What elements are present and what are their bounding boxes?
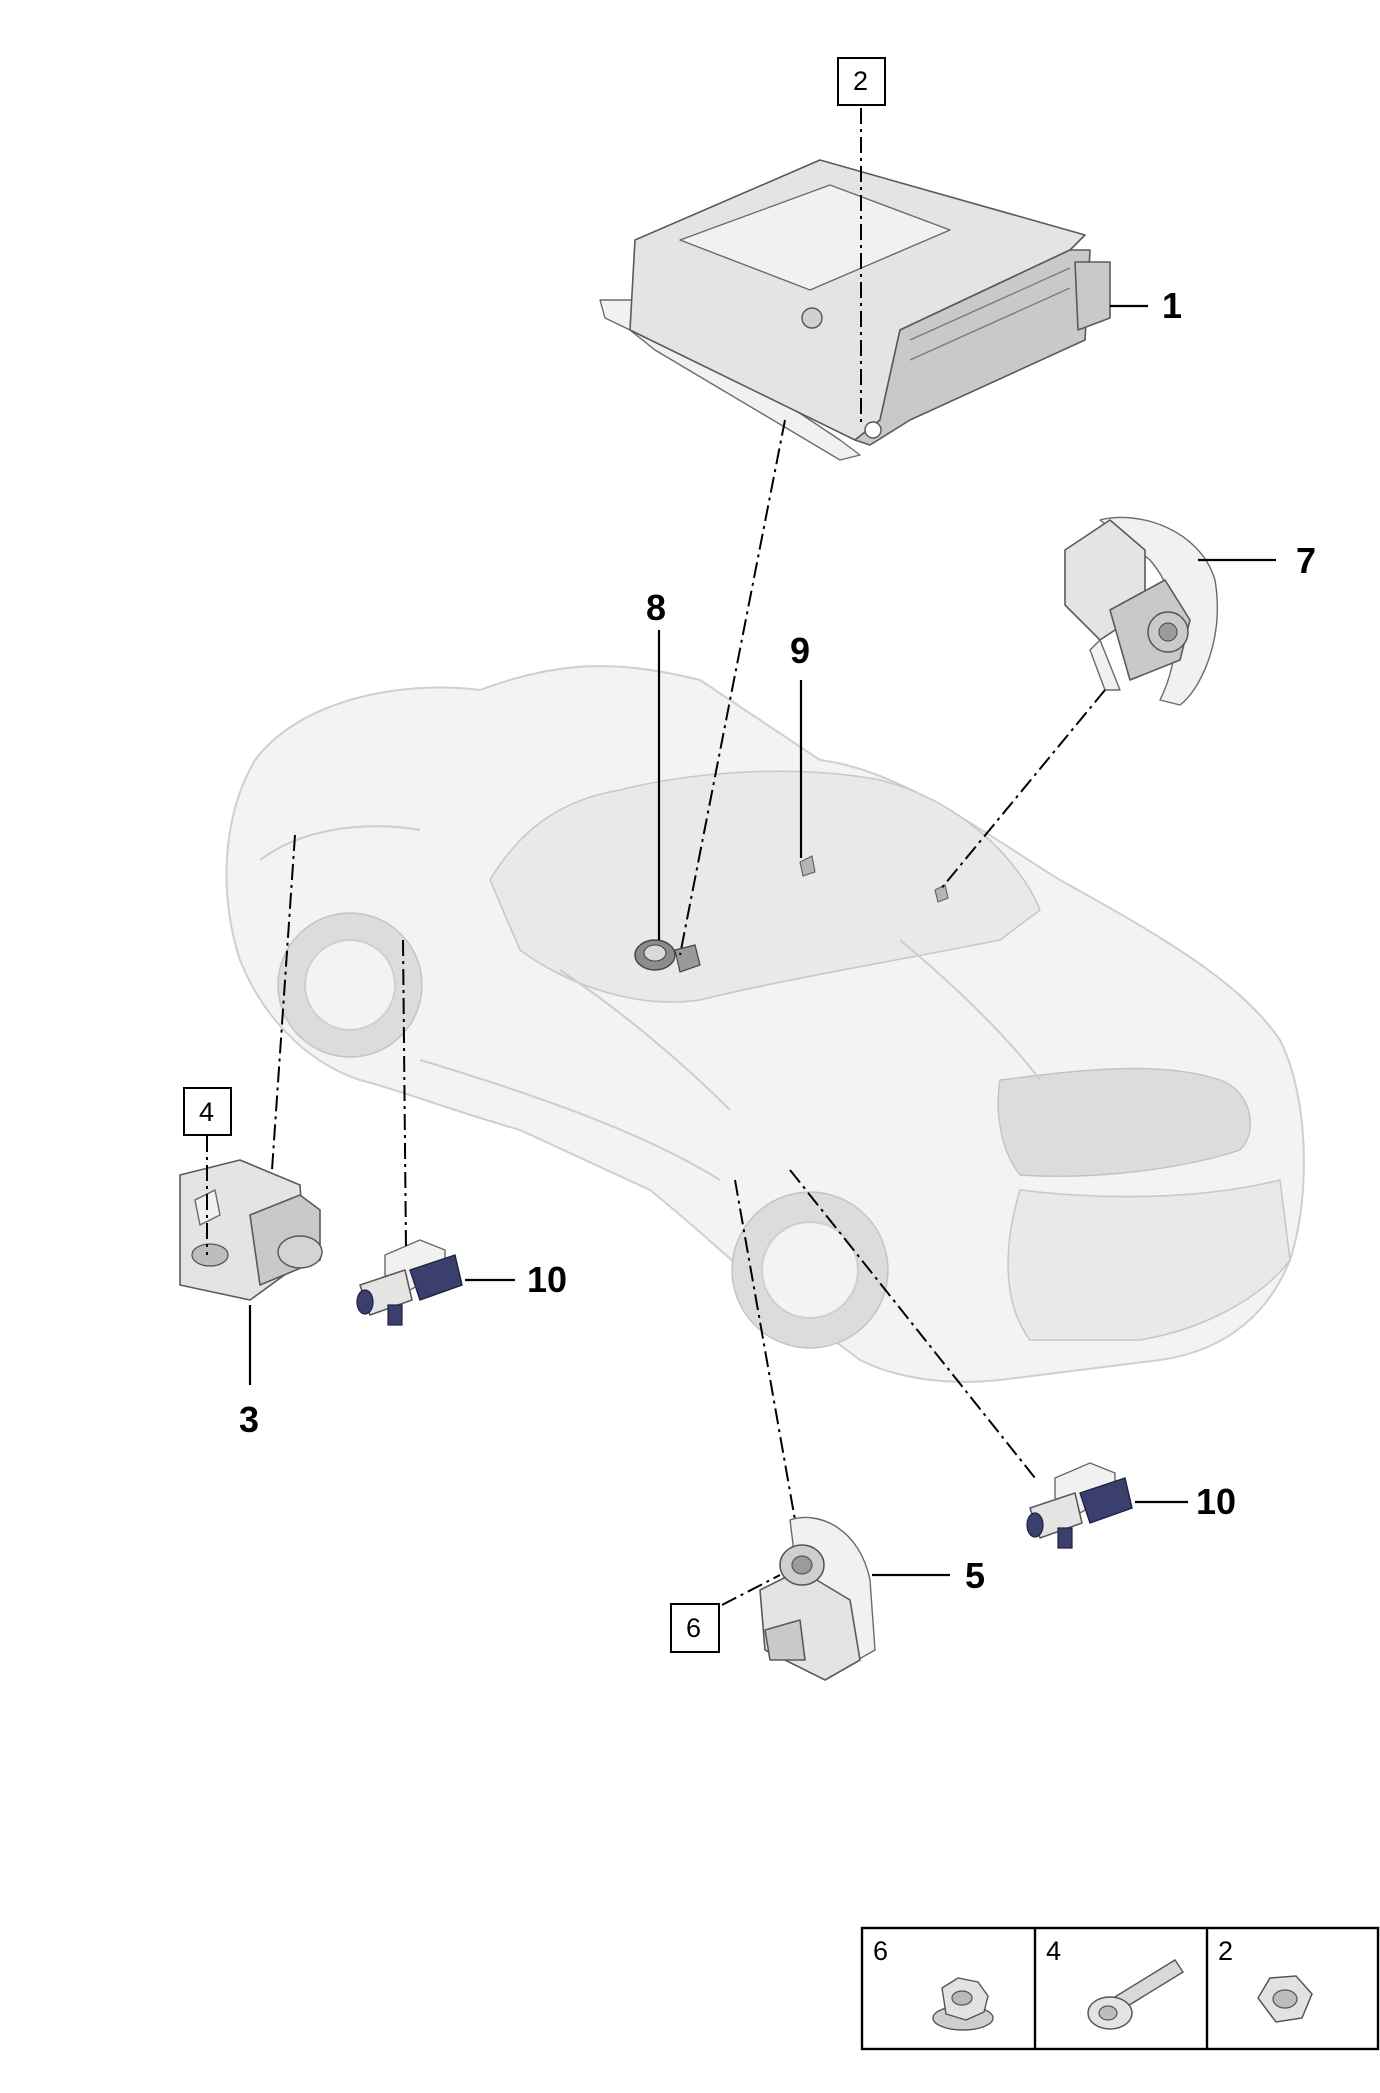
legend-number-4: 4 (1046, 1936, 1061, 1966)
side-impact-sensor (1064, 516, 1218, 706)
legend-number-6: 6 (873, 1936, 888, 1966)
legend-cell-4: 4 (1046, 1936, 1184, 2030)
front-crash-sensor (179, 1159, 323, 1301)
hex-nut-icon (1257, 1975, 1313, 2023)
rear-crash-sensor (759, 1516, 876, 1681)
assignment-lines (206, 108, 1106, 1606)
callout-8: 8 (646, 587, 666, 628)
callout-7: 7 (1296, 540, 1316, 581)
legend-cell-2: 2 (1218, 1936, 1313, 2023)
acceleration-sensor-left (356, 1239, 463, 1326)
flange-nut-icon (932, 1977, 994, 2031)
boxed-ref-4: 4 (183, 1087, 232, 1136)
roof-sensor (799, 855, 816, 877)
parts-legend: 6 4 2 (860, 1926, 1380, 2051)
acceleration-sensor-right (1026, 1462, 1133, 1549)
leader-lines (248, 304, 1276, 1577)
boxed-ref-6-text: 6 (686, 1613, 701, 1643)
tunnel-sensor (634, 939, 701, 973)
callout-3: 3 (239, 1399, 259, 1440)
boxed-ref-2: 2 (837, 57, 886, 106)
legend-cell-6: 6 (873, 1936, 994, 2031)
callout-labels: 1 7 8 9 3 10 10 5 (239, 285, 1316, 1596)
legend-number-2: 2 (1218, 1936, 1233, 1966)
callout-10-left: 10 (527, 1259, 567, 1300)
bolt-icon (1087, 1959, 1184, 2030)
airbag-control-unit (599, 159, 1111, 461)
callout-1: 1 (1162, 285, 1182, 326)
boxed-ref-4-text: 4 (199, 1097, 214, 1127)
callout-10-right: 10 (1196, 1481, 1236, 1522)
car-illustration (225, 665, 1305, 1383)
callout-5: 5 (965, 1555, 985, 1596)
boxed-refs: 2 4 6 (183, 57, 886, 1653)
callout-9: 9 (790, 630, 810, 671)
boxed-ref-6: 6 (670, 1603, 720, 1653)
boxed-ref-2-text: 2 (853, 66, 868, 96)
